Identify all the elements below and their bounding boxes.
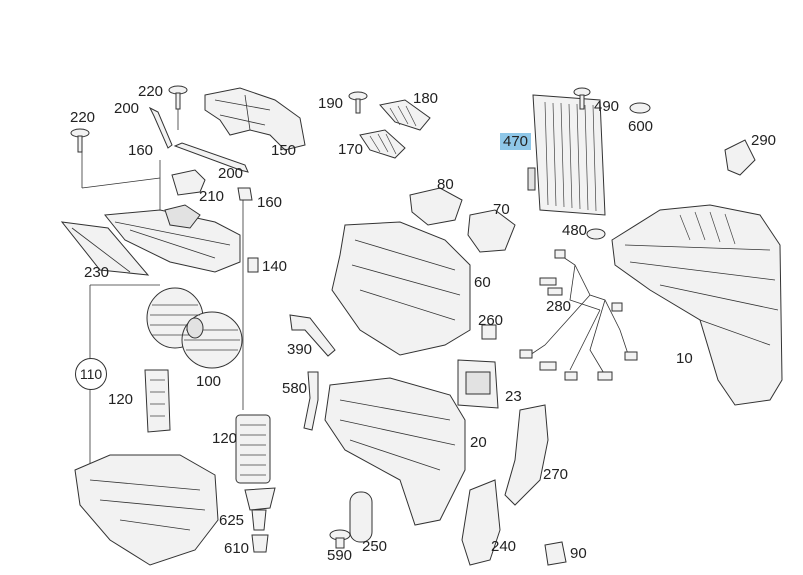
label-210: 210 [199, 188, 225, 205]
part-260-clip [481, 324, 497, 340]
part-70-actuator [467, 209, 516, 253]
part-610-clip [251, 534, 269, 553]
label-20: 20 [470, 434, 487, 451]
label-220-top: 220 [138, 83, 164, 100]
part-600-grommet [629, 102, 651, 114]
part-20-housing [324, 377, 466, 526]
part-490-screw [573, 87, 591, 110]
label-220-left: 220 [70, 109, 96, 126]
label-200-mid: 200 [218, 165, 244, 182]
part-190-screw [348, 91, 368, 114]
left-upper-housing [104, 204, 241, 273]
label-10: 10 [676, 350, 693, 367]
part-230-filter [60, 221, 150, 276]
part-250-seal [349, 491, 373, 543]
label-625: 625 [219, 512, 245, 529]
leader-lines [81, 95, 244, 465]
part-270-duct [504, 404, 549, 506]
label-90: 90 [570, 545, 587, 562]
label-80: 80 [437, 176, 454, 193]
part-625-grommet [244, 487, 276, 531]
part-210-actuator [171, 169, 206, 196]
part-120-bracket [144, 369, 171, 433]
part-590-grommet [329, 529, 351, 549]
part-390-sensor [289, 314, 336, 357]
part-290-bracket [724, 139, 756, 176]
part-170-bracket [359, 129, 406, 159]
label-280: 280 [546, 298, 572, 315]
part-180-bracket [379, 99, 431, 131]
lower-left-housing [74, 454, 219, 566]
part-140-clip [247, 257, 259, 273]
label-240: 240 [491, 538, 517, 555]
part-470-heater-core [527, 94, 606, 216]
label-140: 140 [262, 258, 288, 275]
part-150-housing [204, 87, 306, 151]
label-100: 100 [196, 373, 222, 390]
label-60: 60 [474, 274, 491, 291]
label-610: 610 [224, 540, 250, 557]
label-160-right: 160 [257, 194, 283, 211]
label-160-left: 160 [128, 142, 154, 159]
part-280-harness [519, 249, 638, 381]
label-23: 23 [505, 388, 522, 405]
part-100-blower [146, 287, 243, 369]
part-10-housing [611, 204, 783, 406]
label-590: 590 [327, 547, 353, 564]
part-580-hose [303, 371, 319, 431]
screw-220-left [70, 128, 90, 153]
link-rod-200-top [148, 106, 173, 149]
label-230: 230 [84, 264, 110, 281]
part-90-clip [544, 541, 567, 566]
label-270: 270 [543, 466, 569, 483]
label-200-top: 200 [114, 100, 140, 117]
label-600: 600 [628, 118, 654, 135]
part-23-module [457, 359, 499, 409]
label-190: 190 [318, 95, 344, 112]
label-110-circled: 110 [75, 358, 107, 390]
part-60-housing [331, 221, 471, 356]
label-260: 260 [478, 312, 504, 329]
label-170: 170 [338, 141, 364, 158]
label-580: 580 [282, 380, 308, 397]
label-480: 480 [562, 222, 588, 239]
part-120-filter [235, 414, 271, 484]
screw-220-top [168, 85, 188, 110]
label-290: 290 [751, 132, 777, 149]
part-480-grommet [586, 228, 606, 240]
link-rod-200-mid [173, 142, 249, 173]
label-250: 250 [362, 538, 388, 555]
label-150: 150 [271, 142, 297, 159]
part-240-duct [461, 479, 501, 566]
part-160-clip [237, 187, 253, 201]
label-120-left: 120 [108, 391, 134, 408]
label-390: 390 [287, 341, 313, 358]
label-470-highlighted: 470 [500, 133, 532, 150]
label-490: 490 [594, 98, 620, 115]
part-80-actuator [409, 187, 463, 226]
label-70: 70 [493, 201, 510, 218]
label-120-right: 120 [212, 430, 238, 447]
label-180: 180 [413, 90, 439, 107]
